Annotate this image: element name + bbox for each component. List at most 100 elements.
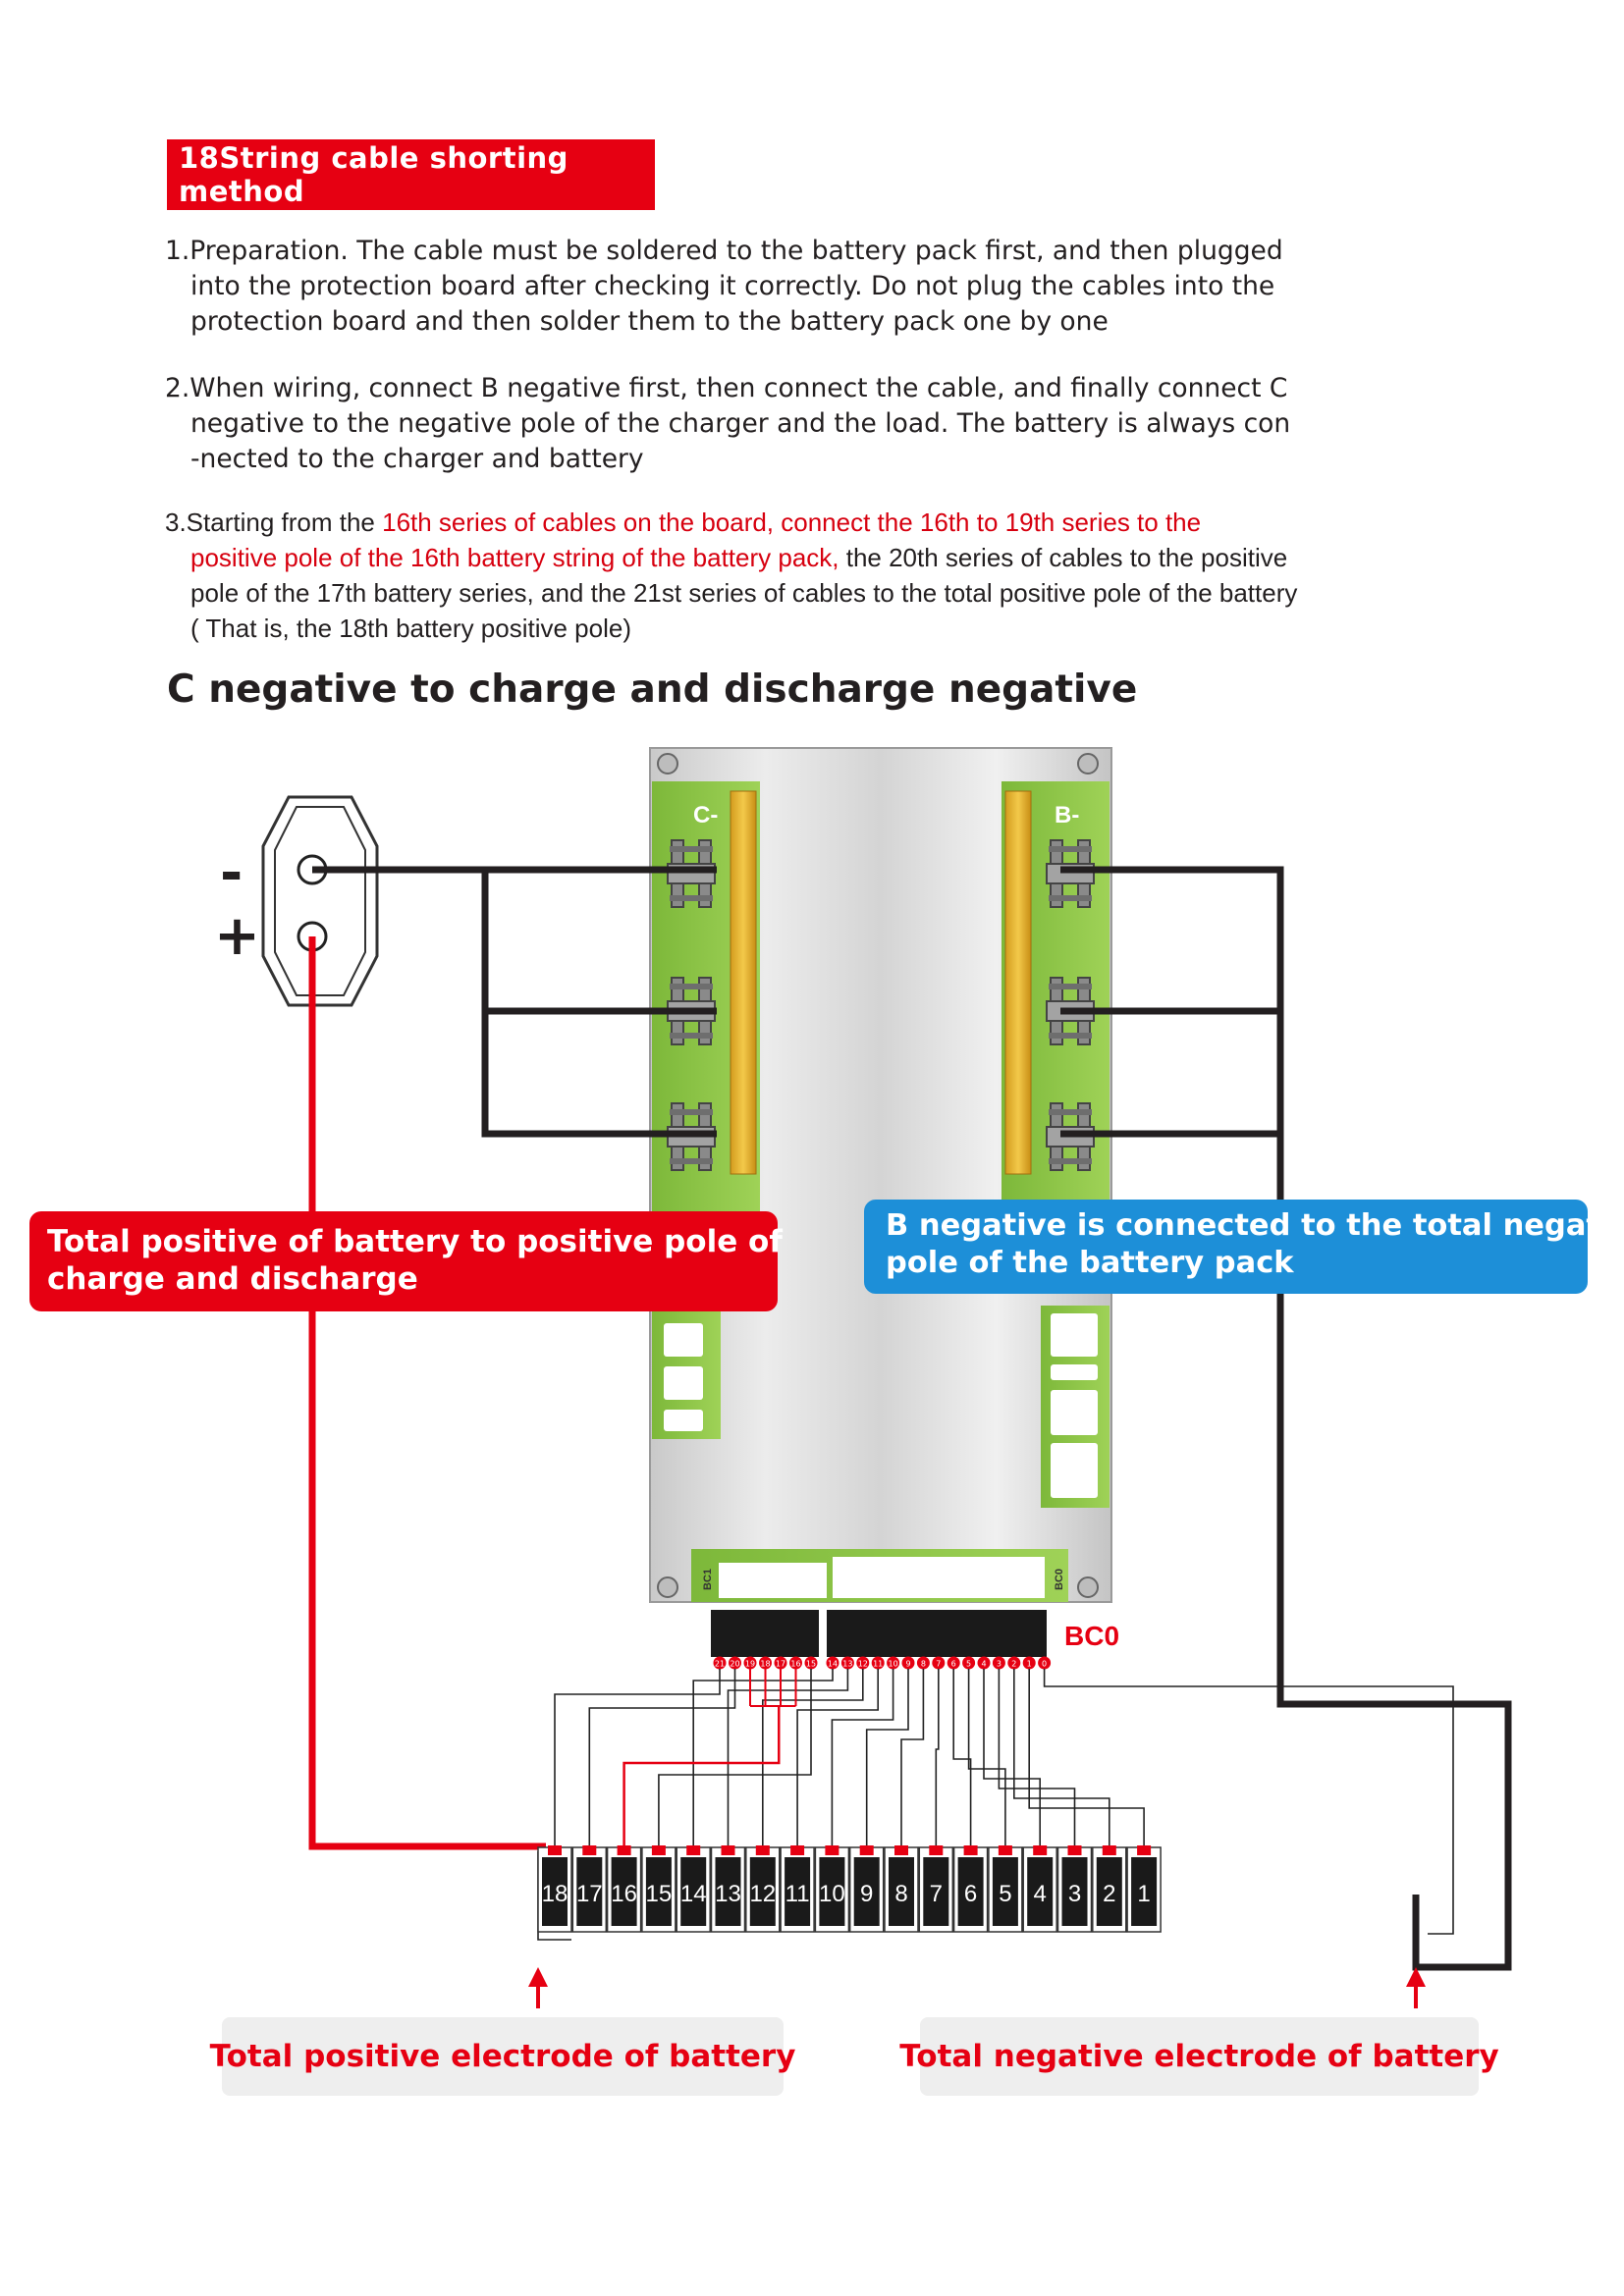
battery-cell-label: 3 (1068, 1881, 1081, 1907)
connector-pin (871, 1656, 885, 1670)
connector-pin (962, 1656, 976, 1670)
connector-pin-label: 19 (745, 1660, 755, 1669)
battery-cell: 9 (848, 1845, 885, 1933)
bc1-small-label: BC1 (702, 1569, 714, 1590)
protection-board: C- B- BC1 BC0 (649, 747, 1112, 1603)
balance-wire (658, 1669, 812, 1845)
connector-block-right (827, 1610, 1047, 1657)
connector-pin-label: 18 (760, 1660, 770, 1669)
instruction-line: pole of the 17th battery series, and the… (190, 578, 1298, 608)
battery-cell-label: 1 (1137, 1881, 1150, 1907)
connector-pin (992, 1656, 1005, 1670)
battery-cell: 5 (988, 1845, 1023, 1933)
connector-pin-label: 3 (997, 1660, 1001, 1669)
connector-pin-label: 10 (889, 1660, 898, 1669)
battery-cell-label: 18 (542, 1881, 568, 1907)
balance-wire (1043, 1669, 1454, 1935)
connector-pin-label: 11 (873, 1660, 883, 1669)
battery-cell-label: 8 (894, 1881, 907, 1907)
label-total-positive: Total positive electrode of battery (210, 2017, 795, 2096)
instruction-text: 3.Starting from the (165, 507, 383, 537)
connector-pin-label: 2 (1011, 1660, 1016, 1669)
instruction-highlight: positive pole of the 16th battery string… (190, 543, 839, 572)
battery-cell-label: 6 (964, 1881, 977, 1907)
connector-pin-label: 4 (981, 1660, 986, 1669)
balance-wire (762, 1669, 864, 1845)
instruction-highlight: 16th series of cables on the board, conn… (382, 507, 1202, 537)
connector-pin (743, 1656, 757, 1670)
battery-cell: 4 (1022, 1845, 1057, 1933)
battery-cell: 2 (1092, 1845, 1127, 1933)
bc0-small-label: BC0 (1054, 1569, 1065, 1590)
battery-cell: 18 (537, 1845, 572, 1933)
connector-pin-label: 8 (921, 1660, 926, 1669)
battery-cell-label: 9 (860, 1881, 873, 1907)
battery-cell: 3 (1056, 1845, 1093, 1933)
plus-sign: + (214, 904, 260, 968)
balance-wire (796, 1669, 879, 1845)
connector-pin (1038, 1656, 1052, 1670)
balance-wire (831, 1669, 894, 1845)
connector-pin (1007, 1656, 1021, 1670)
connector-pin (826, 1656, 839, 1670)
arrow-up-icon (1406, 1967, 1426, 2008)
instruction-line: 2.When wiring, connect B negative first,… (165, 373, 1288, 403)
instruction-line: positive pole of the 16th battery string… (165, 540, 1297, 575)
instruction-preparation: 1.Preparation. The cable must be soldere… (165, 234, 1283, 340)
b-negative-wires (1060, 866, 1512, 1971)
battery-cell: 10 (814, 1845, 850, 1933)
battery-cell-label: 5 (999, 1881, 1011, 1907)
connector-pin (1022, 1656, 1036, 1670)
battery-cell: 12 (745, 1845, 781, 1933)
instruction-line: into the protection board after checking… (190, 271, 1275, 301)
b-negative-terminal (1046, 839, 1095, 908)
connector-pin-label: 21 (715, 1660, 725, 1669)
battery-cell-label: 13 (715, 1881, 741, 1907)
instruction-line: protection board and then solder them to… (190, 306, 1109, 337)
battery-cell: 13 (710, 1845, 746, 1933)
balance-wire (588, 1669, 736, 1845)
instruction-line: 1.Preparation. The cable must be soldere… (165, 236, 1283, 266)
connector-pin-label: 5 (966, 1660, 971, 1669)
battery-cell: 15 (641, 1845, 677, 1933)
callout-line: B negative is connected to the total neg… (886, 1208, 1624, 1243)
connector-pin-label: 13 (842, 1660, 852, 1669)
instruction-text: the 20th series of cables to the positiv… (839, 543, 1288, 572)
b-negative-label: B- (1055, 802, 1079, 828)
connector-pin-label: 15 (806, 1660, 816, 1669)
connector-pin (789, 1656, 802, 1670)
connector-pin-label: 14 (828, 1660, 838, 1669)
connector-pin (901, 1656, 915, 1670)
bc0-label: BC0 (1064, 1621, 1119, 1651)
balance-wire (1028, 1669, 1145, 1845)
connector-pin-label: 20 (730, 1660, 739, 1669)
connector-pin (887, 1656, 900, 1670)
screw-icon (657, 753, 678, 774)
connector-pin (947, 1656, 960, 1670)
battery-cell: 1 (1126, 1845, 1162, 1933)
connector-pin (916, 1656, 930, 1670)
battery-cell-label: 16 (611, 1881, 637, 1907)
connector-pin-label: 17 (776, 1660, 785, 1669)
connector-pin (713, 1656, 727, 1670)
instruction-line: negative to the negative pole of the cha… (190, 408, 1291, 439)
connector-pin (774, 1656, 787, 1670)
battery-cell: 7 (918, 1845, 954, 1933)
instruction-line: -nected to the charger and battery (190, 444, 644, 474)
balance-wire (952, 1669, 972, 1845)
battery-cell-label: 14 (680, 1881, 707, 1907)
balance-wire (935, 1669, 940, 1845)
minus-sign: - (220, 841, 244, 905)
balance-wires (537, 1669, 1454, 1941)
connector-pin (856, 1656, 870, 1670)
callout-line: pole of the battery pack (886, 1246, 1294, 1280)
battery-cell-label: 15 (646, 1881, 673, 1907)
battery-cell: 14 (676, 1845, 711, 1933)
screw-icon (1077, 1576, 1099, 1598)
connector-pin (759, 1656, 772, 1670)
battery-cell: 6 (952, 1845, 989, 1933)
connector-pin-label: 6 (951, 1660, 956, 1669)
callout-total-positive: Total positive of battery to positive po… (29, 1211, 783, 1311)
battery-cell-label: 10 (819, 1881, 845, 1907)
